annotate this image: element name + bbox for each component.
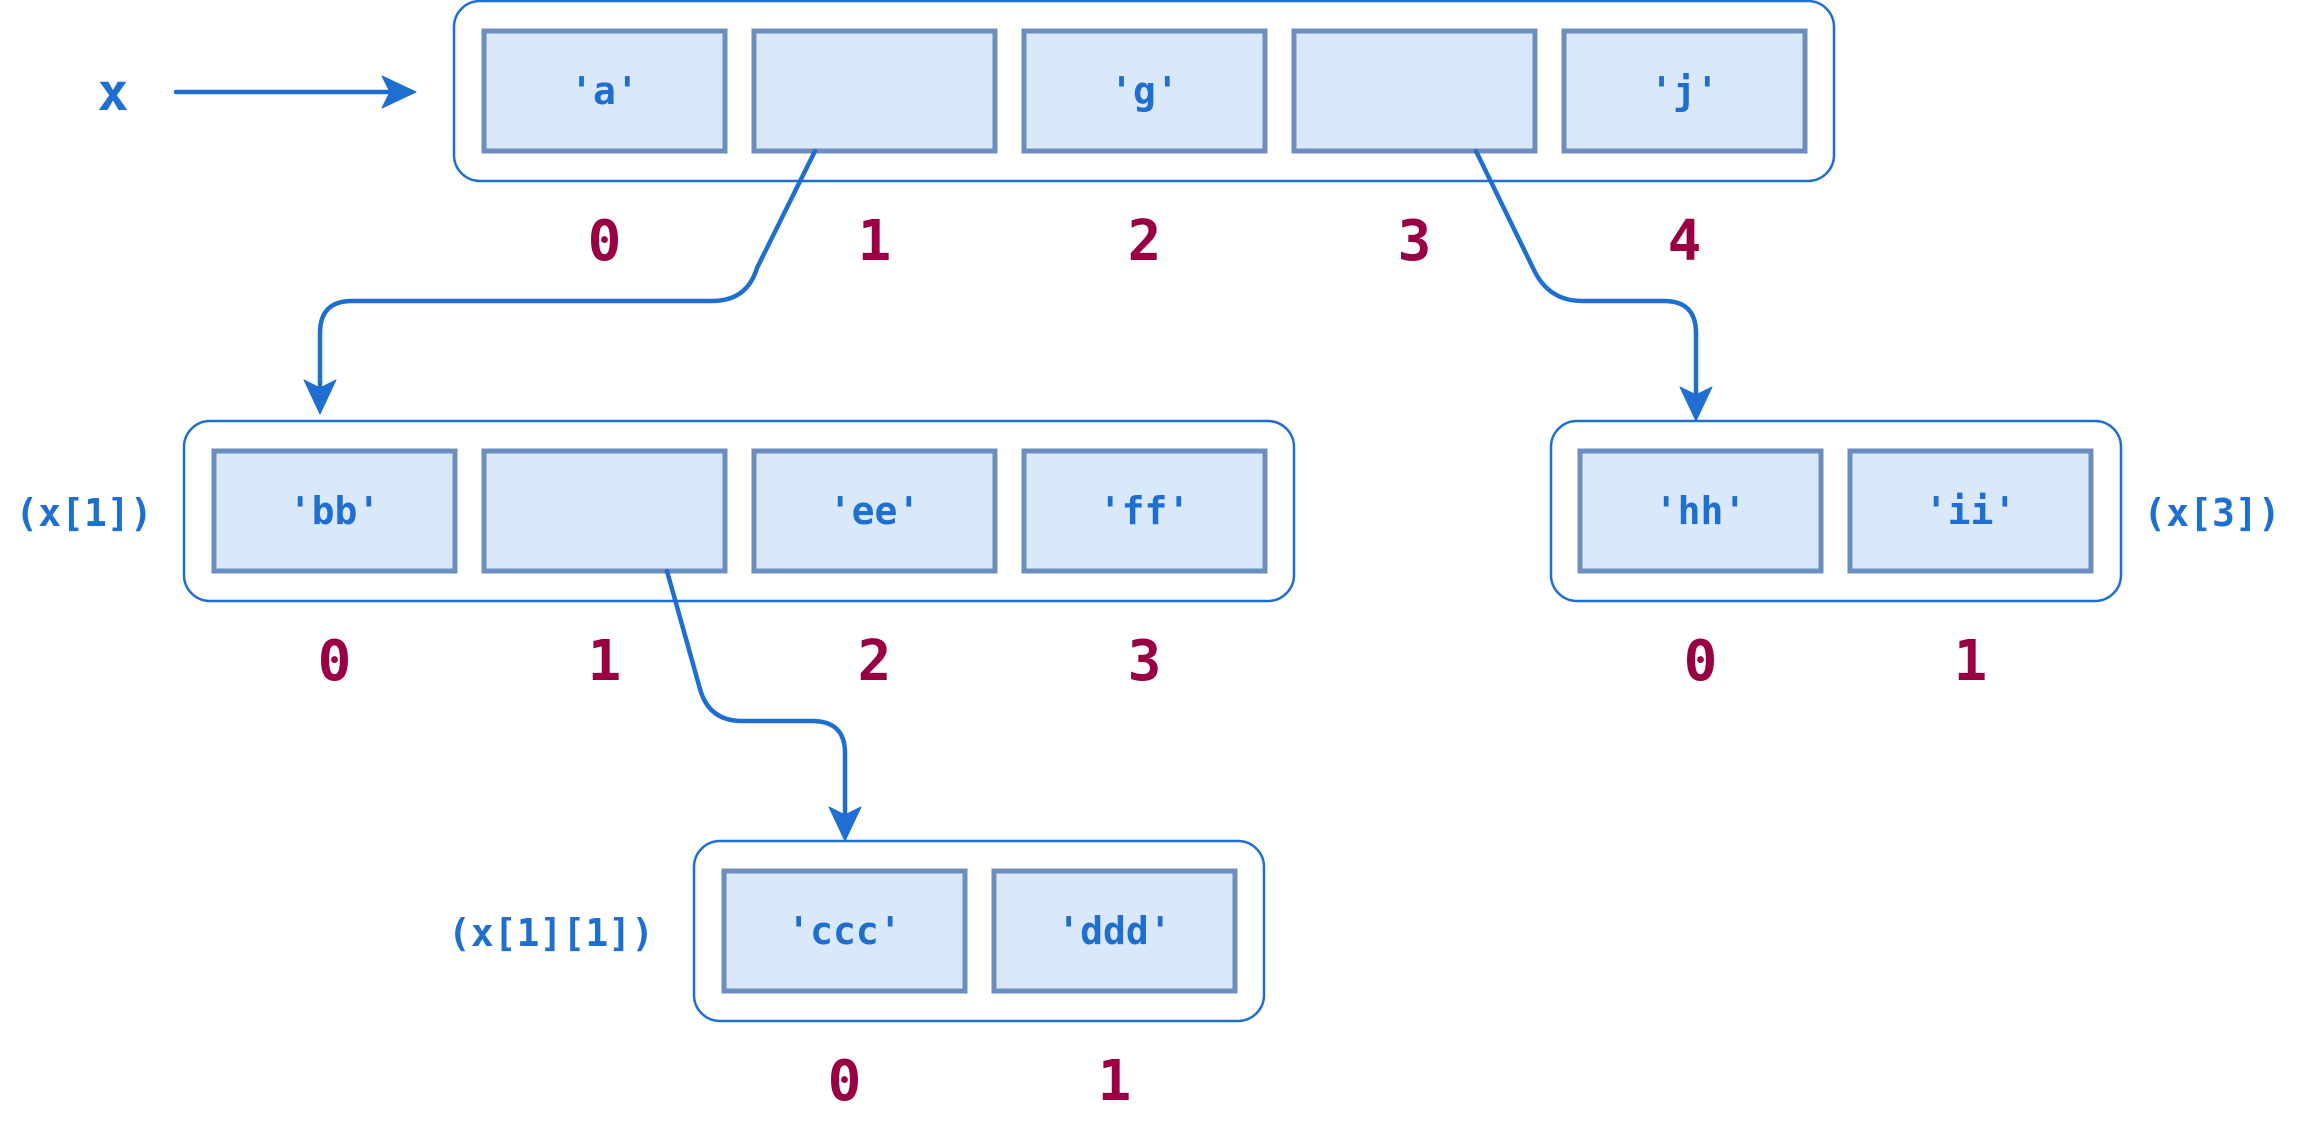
index-label: 1 xyxy=(1098,1049,1132,1114)
list-x1: (x[1]) 'bb' 'ee' 'ff' 0 1 2 3 xyxy=(15,419,1296,694)
index-label: 1 xyxy=(1954,629,1988,694)
list-cell: 'ff' xyxy=(1021,448,1268,574)
list-cell xyxy=(481,448,728,574)
list-x3: 'hh' 'ii' (x[3]) 0 1 xyxy=(1549,419,2281,694)
cell-value: 'a' xyxy=(570,69,639,113)
cell-value: 'j' xyxy=(1650,69,1719,113)
list-cell: 'a' xyxy=(481,28,728,154)
cell-value: 'ccc' xyxy=(787,909,901,953)
list-cell: 'j' xyxy=(1561,28,1808,154)
list-cell xyxy=(751,28,998,154)
cell-value: 'hh' xyxy=(1655,489,1747,533)
index-label: 0 xyxy=(1684,629,1718,694)
cell-value: 'ii' xyxy=(1925,489,2017,533)
pointer-arrow-x1 xyxy=(317,148,818,393)
cell-box xyxy=(751,448,998,574)
pointer-arrowhead-x3 xyxy=(1679,386,1713,422)
cell-value: 'bb' xyxy=(289,489,381,533)
list-x: 'a' 'g' 'j' 0 1 2 3 4 xyxy=(452,0,1836,274)
index-label: 2 xyxy=(1128,209,1162,274)
index-label: 3 xyxy=(1398,209,1432,274)
cell-box xyxy=(1561,28,1808,154)
list-cell: 'bb' xyxy=(211,448,458,574)
cell-box xyxy=(1021,28,1268,154)
cell-box xyxy=(721,868,968,994)
cell-box xyxy=(211,448,458,574)
list-cell: 'ccc' xyxy=(721,868,968,994)
index-label: 0 xyxy=(828,1049,862,1114)
cell-box xyxy=(1021,448,1268,574)
cell-box xyxy=(481,28,728,154)
cell-box xyxy=(1577,448,1824,574)
pointer-arrowhead-x11 xyxy=(828,806,862,842)
cell-box xyxy=(1847,448,2094,574)
index-label: 0 xyxy=(318,629,352,694)
list-cell: 'ii' xyxy=(1847,448,2094,574)
cell-box xyxy=(991,868,1238,994)
pointer-arrowhead-x1 xyxy=(303,379,337,415)
cell-value: 'g' xyxy=(1110,69,1179,113)
cell-value: 'ddd' xyxy=(1057,909,1171,953)
list-cell: 'ddd' xyxy=(991,868,1238,994)
cell-box xyxy=(1291,28,1538,154)
index-label: 3 xyxy=(1128,629,1162,694)
cell-box xyxy=(751,28,998,154)
index-label: 4 xyxy=(1668,209,1702,274)
list-label: (x[1][1]) xyxy=(448,911,654,955)
pointer-arrow-x11 xyxy=(664,568,848,820)
list-cell xyxy=(1291,28,1538,154)
variable-pointer-arrowhead xyxy=(381,75,417,109)
list-label: (x[1]) xyxy=(15,491,152,535)
cell-value: 'ee' xyxy=(829,489,921,533)
list-cell: 'g' xyxy=(1021,28,1268,154)
pointer-arrow-x3 xyxy=(1473,148,1699,400)
index-label: 1 xyxy=(858,209,892,274)
index-label: 2 xyxy=(858,629,892,694)
index-label: 0 xyxy=(588,209,622,274)
list-label: (x[3]) xyxy=(2143,491,2280,535)
cell-value: 'ff' xyxy=(1099,489,1191,533)
list-x11: (x[1][1]) 'ccc' 'ddd' 0 1 xyxy=(448,839,1266,1114)
variable-name: x xyxy=(97,63,128,123)
list-cell: 'ee' xyxy=(751,448,998,574)
list-cell: 'hh' xyxy=(1577,448,1824,574)
index-label: 1 xyxy=(588,629,622,694)
cell-box xyxy=(481,448,728,574)
list-frame xyxy=(182,419,1296,603)
